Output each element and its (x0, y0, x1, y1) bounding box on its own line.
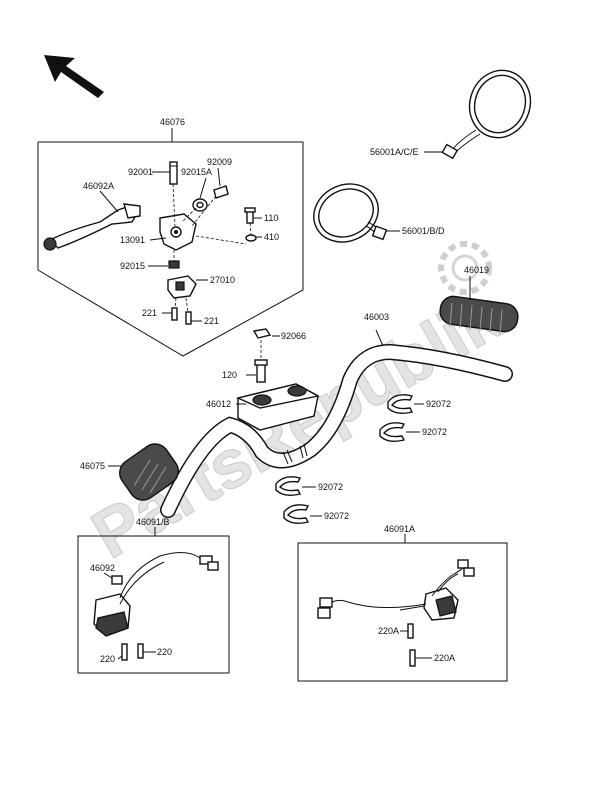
label-switch-27010: 27010 (210, 275, 235, 285)
left-switch-box (77, 527, 230, 674)
right-switch-screws (400, 623, 432, 667)
label-collar: 92015A (181, 167, 212, 177)
collar (192, 198, 208, 212)
label-clamp-3: 92072 (318, 482, 343, 492)
clamp-2 (379, 422, 420, 443)
label-screw-110: 110 (264, 213, 278, 223)
adjuster-bolt (213, 185, 229, 199)
lever-holder (159, 213, 197, 251)
label-right-switch-assy: 46091A (384, 524, 415, 534)
washer (245, 234, 257, 242)
holder-bolt (246, 340, 268, 383)
label-holder-46012: 46012 (206, 399, 231, 409)
right-switch-housing (317, 559, 475, 621)
assembly-guide-lines (172, 183, 252, 313)
label-lever-assy: 46076 (160, 117, 185, 127)
label-screw-221-left: 221 (142, 308, 157, 318)
cap (252, 328, 280, 339)
lever-assembly-box (37, 128, 304, 357)
label-screw-221-right: 221 (204, 316, 219, 326)
watermark-gear-icon (438, 241, 492, 295)
mirror-leaders (386, 151, 442, 232)
label-grip-right: 46019 (464, 265, 489, 275)
grip-left (108, 443, 179, 501)
label-mirror-left: 56001/B/D (402, 226, 445, 236)
label-screw-220a-b: 220A (434, 653, 455, 663)
mounting-screw (244, 207, 256, 224)
handlebar-holder (235, 383, 321, 431)
clamp-1 (387, 394, 424, 415)
left-switch-housing (93, 552, 219, 637)
left-switch-screws (117, 643, 156, 661)
lever-box-leaders (99, 167, 262, 322)
label-lever: 46092A (83, 181, 114, 191)
label-nut: 92015 (120, 261, 145, 271)
mirror-right (441, 69, 532, 160)
label-screw-220-b: 220 (100, 654, 115, 664)
label-screw-220-a: 220 (157, 647, 172, 657)
clamp-3 (275, 476, 316, 497)
label-screw-220a-a: 220A (378, 626, 399, 636)
label-left-harness: 46092 (90, 563, 115, 573)
right-switch-box (297, 534, 508, 682)
nut (168, 260, 180, 269)
label-bolt-120: 120 (222, 370, 237, 380)
switch-screw-right (185, 311, 192, 325)
label-clamp-2: 92072 (422, 427, 447, 437)
label-left-switch-assy: 46091/B (136, 517, 170, 527)
clamp-4 (283, 504, 322, 525)
clutch-switch (167, 275, 197, 299)
label-handlebar: 46003 (364, 312, 389, 322)
label-clamp-1: 92072 (426, 399, 451, 409)
label-pin: 92001 (128, 167, 153, 177)
label-holder-13091: 13091 (120, 235, 145, 245)
label-mirror-right: 56001A/C/E (370, 147, 419, 157)
part-labels: 46076 46092A 92001 92009 92015A 110 1309… (80, 117, 489, 664)
front-direction-arrow-icon (44, 55, 104, 98)
switch-screw-left (171, 307, 178, 321)
clutch-lever (43, 203, 141, 251)
handlebar (160, 329, 513, 518)
pivot-pin (169, 161, 178, 185)
mirror-left (313, 183, 388, 243)
label-washer-410: 410 (264, 232, 279, 242)
label-clamp-4: 92072 (324, 511, 349, 521)
grip-right (439, 276, 519, 335)
label-bolt-92009: 92009 (207, 157, 232, 167)
label-cap: 92066 (281, 331, 306, 341)
label-grip-left: 46075 (80, 461, 105, 471)
